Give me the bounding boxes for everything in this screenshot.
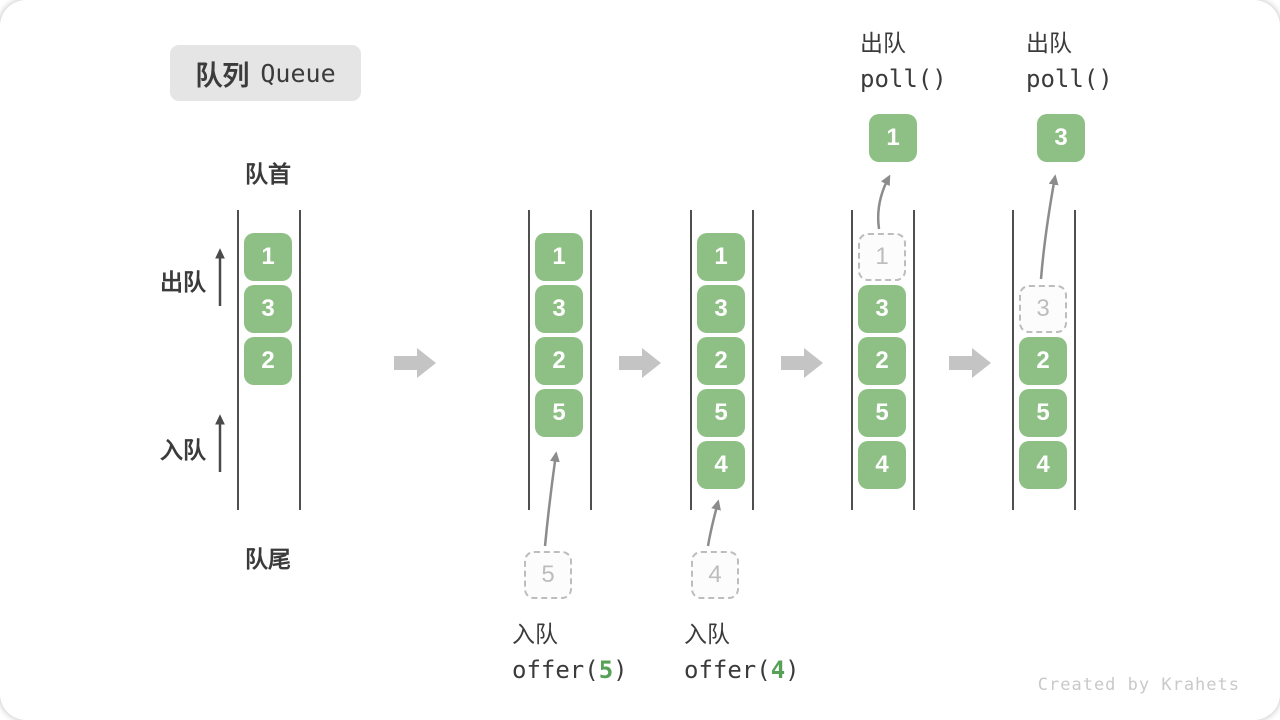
title-zh: 队列 bbox=[195, 60, 250, 91]
queue-item-box: 3 bbox=[535, 285, 583, 333]
dequeued-item-box: 3 bbox=[1037, 114, 1085, 162]
code-pre: offer( bbox=[684, 656, 771, 684]
pending-item-box: 4 bbox=[691, 551, 739, 599]
watermark-credit: Created by Krahets bbox=[1037, 675, 1240, 695]
queue-item-box: 5 bbox=[858, 389, 906, 437]
ghost-item-box: 1 bbox=[858, 233, 906, 281]
code-arg: 5 bbox=[598, 656, 614, 684]
dequeue3-arrow-icon bbox=[1039, 174, 1059, 280]
dequeue3-operation-label: 出队 poll() bbox=[1026, 28, 1113, 94]
code-post: ) bbox=[785, 656, 800, 684]
queue-item-box: 4 bbox=[697, 441, 745, 489]
title-badge: 队列 Queue bbox=[170, 45, 361, 101]
queue-item-box: 2 bbox=[244, 337, 292, 385]
queue-item-box: 2 bbox=[1019, 337, 1067, 385]
enqueue4-arrow-icon bbox=[706, 499, 721, 547]
label-enqueue: 入队 bbox=[160, 437, 206, 463]
queue-item-box: 4 bbox=[858, 441, 906, 489]
enqueue4-label-zh: 入队 bbox=[684, 621, 730, 647]
queue-item-box: 4 bbox=[1019, 441, 1067, 489]
queue-wall bbox=[299, 210, 301, 510]
dequeue3-label-zh: 出队 bbox=[1026, 30, 1072, 56]
queue-item-box: 1 bbox=[244, 233, 292, 281]
dequeue1-label-zh: 出队 bbox=[860, 30, 906, 56]
queue-item-box: 2 bbox=[858, 337, 906, 385]
enqueue4-operation-label: 入队 offer(4) bbox=[684, 619, 800, 685]
enqueue4-code: offer(4) bbox=[684, 655, 800, 685]
title-en: Queue bbox=[260, 58, 336, 88]
code-pre: offer( bbox=[512, 656, 599, 684]
queue-wall bbox=[528, 210, 530, 510]
queue-wall bbox=[1012, 210, 1014, 510]
enqueue5-code: offer(5) bbox=[512, 655, 628, 685]
queue-wall bbox=[1074, 210, 1076, 510]
queue-item-box: 3 bbox=[858, 285, 906, 333]
queue-item-box: 5 bbox=[535, 389, 583, 437]
enqueue5-operation-label: 入队 offer(5) bbox=[512, 619, 628, 685]
queue-wall bbox=[237, 210, 239, 510]
pending-item-box: 5 bbox=[524, 551, 572, 599]
next-step-arrow-icon bbox=[949, 348, 991, 378]
code-arg: 4 bbox=[770, 656, 786, 684]
queue-wall bbox=[913, 210, 915, 510]
queue-item-box: 2 bbox=[697, 337, 745, 385]
dequeue1-arrow-icon bbox=[877, 174, 891, 230]
next-step-arrow-icon bbox=[394, 348, 436, 378]
queue-item-box: 3 bbox=[244, 285, 292, 333]
queue-wall bbox=[690, 210, 692, 510]
queue-item-box: 2 bbox=[535, 337, 583, 385]
ghost-item-box: 3 bbox=[1019, 285, 1067, 333]
dequeue1-operation-label: 出队 poll() bbox=[860, 28, 947, 94]
queue-wall bbox=[851, 210, 853, 510]
queue-item-box: 5 bbox=[697, 389, 745, 437]
label-queue-front: 队首 bbox=[245, 161, 291, 187]
label-queue-rear: 队尾 bbox=[245, 546, 291, 572]
enqueue5-label-zh: 入队 bbox=[512, 621, 558, 647]
queue-item-box: 3 bbox=[697, 285, 745, 333]
label-dequeue: 出队 bbox=[160, 269, 206, 295]
code-post: ) bbox=[613, 656, 628, 684]
dequeued-item-box: 1 bbox=[869, 114, 917, 162]
next-step-arrow-icon bbox=[619, 348, 661, 378]
queue-item-box: 5 bbox=[1019, 389, 1067, 437]
queue-item-box: 1 bbox=[697, 233, 745, 281]
dequeue1-code: poll() bbox=[860, 65, 947, 93]
next-step-arrow-icon bbox=[781, 348, 823, 378]
queue-wall bbox=[590, 210, 592, 510]
queue-item-box: 1 bbox=[535, 233, 583, 281]
dequeue3-code: poll() bbox=[1026, 65, 1113, 93]
enqueue5-arrow-icon bbox=[543, 451, 560, 547]
queue-wall bbox=[752, 210, 754, 510]
